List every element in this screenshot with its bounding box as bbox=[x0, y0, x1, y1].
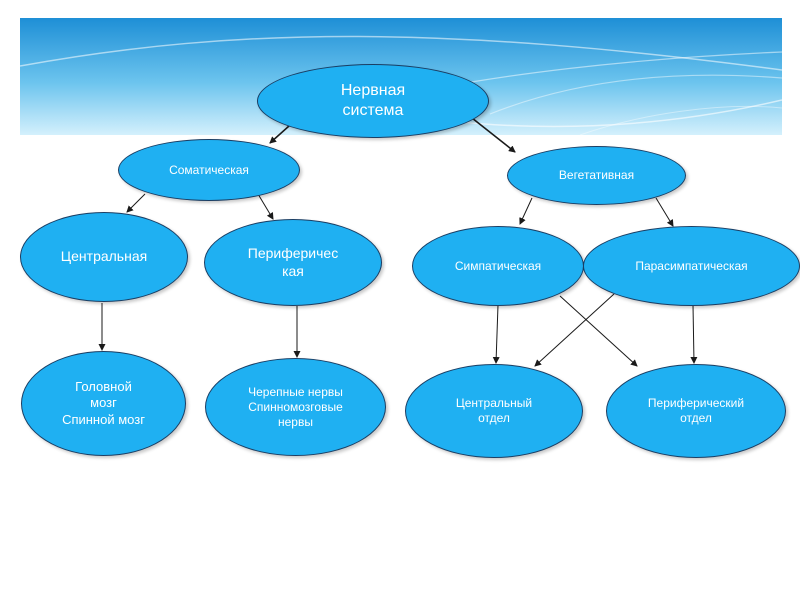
node-central: Центральная bbox=[20, 212, 188, 302]
node-somatic-label: Соматическая bbox=[169, 162, 249, 177]
node-nerves-label: Черепные нервы Спинномозговые нервы bbox=[248, 384, 343, 429]
node-nerves: Черепные нервы Спинномозговые нервы bbox=[205, 358, 386, 456]
node-somatic: Соматическая bbox=[118, 139, 300, 201]
edge-somatic-to-central bbox=[126, 193, 146, 213]
edge-somatic-to-peripheral bbox=[257, 193, 274, 220]
node-sympathetic-label: Симпатическая bbox=[454, 258, 542, 273]
node-nervous-system-label: Нервная система bbox=[340, 82, 406, 119]
node-peripheral: Периферичес кая bbox=[204, 219, 382, 306]
node-vegetative: Вегетативная bbox=[507, 146, 686, 205]
edge-vegetative-to-sympathetic bbox=[519, 197, 533, 225]
node-parasympathetic-label: Парасимпатическая bbox=[635, 258, 748, 273]
edge-parasympathetic-to-central-division bbox=[534, 293, 615, 367]
node-peripheral-label: Периферичес кая bbox=[247, 245, 339, 279]
node-brain-label: Головной мозг Спинной мозг bbox=[62, 379, 145, 427]
edge-nervous-system-to-somatic bbox=[269, 125, 290, 144]
node-peripheral-division: Периферический отдел bbox=[606, 364, 786, 458]
node-nervous-system: Нервная система bbox=[257, 64, 489, 138]
edge-nervous-system-to-vegetative bbox=[471, 117, 516, 153]
edge-sympathetic-to-central-division bbox=[492, 304, 500, 364]
edge-sympathetic-to-peripheral-division bbox=[559, 295, 638, 367]
edge-vegetative-to-parasympathetic bbox=[655, 197, 674, 227]
node-vegetative-label: Вегетативная bbox=[558, 168, 635, 182]
node-central-label: Центральная bbox=[60, 248, 148, 265]
edge-parasympathetic-to-peripheral-division bbox=[690, 304, 698, 364]
node-central-division: Центральный отдел bbox=[405, 364, 583, 458]
node-sympathetic: Симпатическая bbox=[412, 226, 584, 306]
node-peripheral-division-label: Периферический отдел bbox=[647, 396, 745, 425]
node-parasympathetic: Парасимпатическая bbox=[583, 226, 800, 306]
node-central-division-label: Центральный отдел bbox=[455, 396, 533, 425]
node-brain: Головной мозг Спинной мозг bbox=[21, 351, 186, 456]
